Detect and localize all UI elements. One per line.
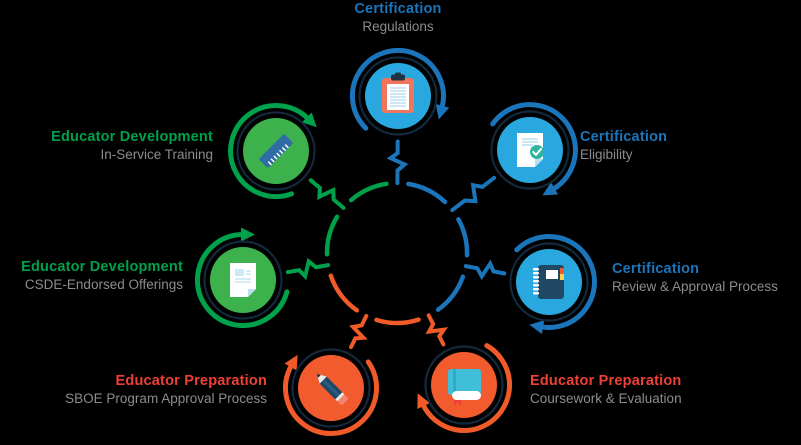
node-outline-ring [236, 111, 316, 191]
node-outline-ring [291, 348, 371, 428]
ruler-icon [259, 134, 293, 168]
node-subtitle: Regulations [362, 19, 434, 34]
node-label-certification-review-approval: Certification Review & Approval Process [612, 261, 778, 295]
center-ring-segment [374, 317, 421, 326]
arrow-head-educator-development-inservice [301, 112, 317, 128]
center-ring-segment [435, 274, 466, 312]
connector-certification-review-approval [463, 259, 507, 281]
center-ring-segment [328, 273, 360, 313]
node-title: Certification [580, 129, 668, 145]
arrow-arc-educator-development-csde [194, 232, 290, 328]
node-outline-ring [424, 345, 504, 425]
arrow-head-educator-preparation-sboe [284, 354, 298, 371]
node-title: Certification [612, 261, 700, 277]
node-subtitle: CSDE-Endorsed Offerings [24, 277, 183, 292]
node-subtitle: Eligibility [580, 147, 633, 162]
node-outline-ring [358, 56, 438, 136]
connector-certification-eligibility [450, 175, 496, 213]
node-subtitle: In-Service Training [100, 147, 213, 162]
connector-educator-development-inservice [308, 178, 346, 210]
arrow-head-certification-regulations [435, 104, 450, 120]
book-icon [448, 369, 481, 406]
arrow-arc-certification-regulations [350, 48, 446, 131]
arrow-arc-educator-preparation-sboe [283, 359, 379, 436]
spiral-notebook-icon [533, 265, 564, 299]
node-title: Educator Development [51, 129, 213, 145]
center-ring-segment [324, 214, 340, 257]
node-outline-ring [509, 242, 589, 322]
node-subtitle: Review & Approval Process [612, 279, 778, 294]
arrow-arc-certification-eligibility [490, 102, 578, 192]
connector-educator-development-csde [285, 257, 331, 281]
node-subtitle: SBOE Program Approval Process [65, 391, 267, 406]
node-label-educator-development-csde: Educator Development CSDE-Endorsed Offer… [21, 259, 183, 293]
node-label-educator-development-inservice: Educator Development In-Service Training [51, 129, 213, 163]
pencil-icon [316, 373, 348, 405]
arrow-arc-certification-review-approval [514, 234, 597, 330]
document-check-icon [517, 133, 544, 167]
arrow-head-educator-development-csde [241, 227, 255, 242]
node-label-educator-preparation-coursework: Educator Preparation Coursework & Evalua… [530, 373, 682, 407]
connector-educator-preparation-coursework [425, 313, 448, 347]
arrow-head-certification-eligibility [542, 182, 558, 196]
connector-educator-preparation-sboe [349, 313, 369, 350]
node-title: Certification [354, 1, 442, 17]
center-ring-segment [348, 181, 389, 203]
node-label-educator-preparation-sboe: Educator Preparation SBOE Program Approv… [65, 373, 267, 407]
node-label-certification-eligibility: Certification Eligibility [580, 129, 667, 163]
arrow-arc-educator-preparation-coursework [420, 343, 513, 433]
center-ring-segment [406, 181, 448, 205]
clipboard-icon [382, 72, 414, 113]
arrow-head-educator-preparation-coursework [417, 393, 430, 409]
node-outline-ring [203, 240, 283, 320]
node-title: Educator Preparation [115, 373, 267, 389]
arrow-head-certification-review-approval [529, 320, 545, 334]
node-title: Educator Development [21, 259, 183, 275]
node-label-certification-regulations: Certification Regulations [198, 1, 598, 35]
center-ring-segment [456, 217, 470, 258]
node-title: Educator Preparation [530, 373, 682, 389]
node-outline-ring [490, 110, 570, 190]
connector-certification-regulations [386, 139, 409, 185]
arrow-arc-educator-development-inservice [228, 103, 311, 200]
document-icon [230, 263, 256, 297]
node-subtitle: Coursework & Evaluation [530, 391, 682, 406]
